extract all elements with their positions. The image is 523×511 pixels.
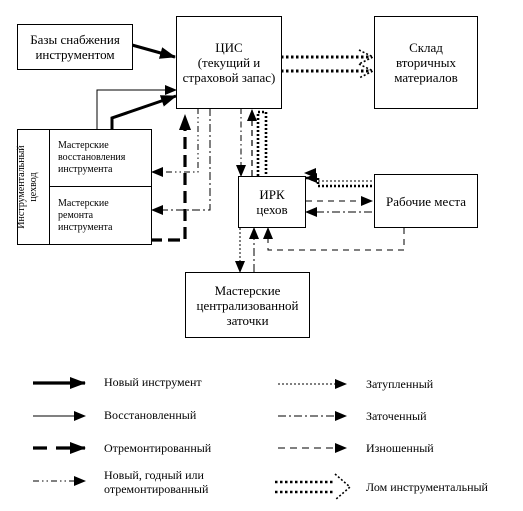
workplaces-block: Рабочие места <box>374 174 478 228</box>
arrow-irk-to-cis-scrap <box>256 110 268 176</box>
arrow-warehouse-to-cis <box>110 94 177 130</box>
warehouse-line-2: вторичных <box>395 55 456 70</box>
arrow-supply-to-cis <box>131 43 176 59</box>
cis-block: ЦИС (текущий и страховой запас) <box>176 16 282 109</box>
legend-label-scrap: Лом инструментальный <box>366 480 488 494</box>
legend-label-worn: Изношенный <box>366 441 434 455</box>
arrow-workplaces-to-irk-worn <box>263 227 405 251</box>
cis-line-2: (текущий и <box>197 55 261 70</box>
supply-bases-block: Базы снабжения инструментом <box>17 24 133 70</box>
irk-block: ИРК цехов <box>238 176 306 228</box>
legend-label-sharpened: Заточенный <box>366 409 427 423</box>
legend-label-blunt: Затупленный <box>366 377 434 391</box>
tool-warehouse-label: Инструментальный цехвод <box>16 145 39 229</box>
arrow-repaired-to-cis <box>150 114 191 242</box>
cis-title: ЦИС <box>215 40 243 55</box>
legend-scrap-arrowhead <box>334 473 352 501</box>
arrow-cis-to-restoration <box>151 108 199 177</box>
supply-bases-label: Базы снабжения инструментом <box>30 32 120 62</box>
arrow-workplaces-to-irk-scrap <box>305 173 372 188</box>
warehouse-line-1: Склад <box>409 40 443 55</box>
sharpening-shops-block: Мастерские централизованной заточки <box>185 272 310 338</box>
arrow-cis-to-repair <box>151 108 211 215</box>
restoration-shops-block: Мастерские восстановления инструмента <box>49 129 152 187</box>
legend-label-repaired: Отремонтированный <box>104 441 212 455</box>
warehouse-line-3: материалов <box>394 70 458 85</box>
legend-label-restored: Восстановленный <box>104 408 197 422</box>
legend-label-new: Новый инструмент <box>104 375 202 389</box>
arrow-restored-to-cis <box>96 85 177 130</box>
legend-label-new-fit: Новый, годный или отремонтированный <box>104 468 209 496</box>
repair-shops-block: Мастерские ремонта инструмента <box>49 186 152 245</box>
cis-line-3: страховой запас) <box>182 70 276 85</box>
secondary-materials-warehouse-block: Склад вторичных материалов <box>374 16 478 109</box>
arrow-workplaces-to-irk-blunt <box>304 168 372 182</box>
